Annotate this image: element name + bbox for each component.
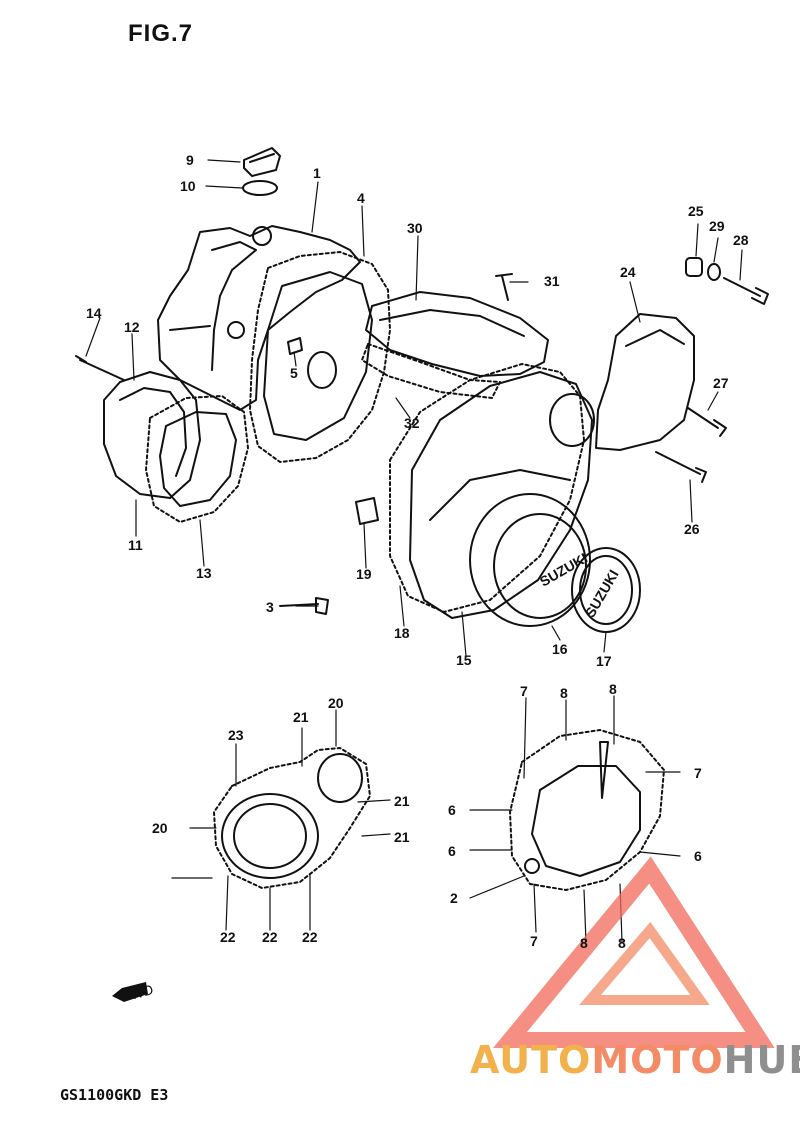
forward-arrow: FWD [112, 981, 155, 1005]
callout-16: 16 [552, 641, 568, 657]
signal-generator-cover-part-12 [103, 371, 201, 499]
watermark-text: AUTOMOTOHUB [470, 1038, 800, 1082]
callout-20b: 20 [152, 820, 168, 836]
callout-6c: 6 [694, 848, 702, 864]
callout-31: 31 [544, 273, 560, 289]
callout-22a: 22 [220, 929, 236, 945]
oil-filler-cap-part-9 [243, 147, 281, 177]
model-code: GS1100GKD E3 [60, 1086, 169, 1104]
callout-8d: 8 [618, 935, 626, 951]
bolt-part-28 [723, 277, 769, 305]
generator-gasket-part-18 [389, 363, 585, 613]
dowel-part-19 [355, 497, 379, 525]
callout-7b: 7 [694, 765, 702, 781]
generator-gasket-detail [509, 729, 665, 891]
outer-cover-part-16 [469, 493, 591, 627]
callout-15: 15 [456, 652, 472, 668]
callout-4: 4 [357, 190, 365, 206]
collar-part-25 [685, 257, 703, 277]
callout-17: 17 [596, 653, 612, 669]
callout-6b: 6 [448, 843, 456, 859]
figure-title: FIG.7 [128, 20, 194, 47]
callout-14: 14 [86, 305, 102, 321]
callout-5: 5 [290, 365, 298, 381]
callout-29: 29 [709, 218, 725, 234]
callout-8c: 8 [580, 935, 588, 951]
bolt-part-27 [687, 407, 727, 437]
callout-21c: 21 [394, 829, 410, 845]
callout-9: 9 [186, 152, 194, 168]
callout-6a: 6 [448, 802, 456, 818]
callout-7a: 7 [520, 683, 528, 699]
callout-10: 10 [180, 178, 196, 194]
callout-19: 19 [356, 566, 372, 582]
gasket-part-4 [249, 251, 391, 463]
callout-22c: 22 [302, 929, 318, 945]
callout-18: 18 [394, 625, 410, 641]
callout-22b: 22 [262, 929, 278, 945]
bolt-part-31 [495, 273, 513, 301]
bolt-part-26 [655, 451, 707, 483]
watermark-part-auto: AUTO [470, 1038, 592, 1082]
callout-32: 32 [404, 415, 420, 431]
callout-28: 28 [733, 232, 749, 248]
callout-11: 11 [128, 537, 143, 553]
callout-13: 13 [196, 565, 212, 581]
callout-20a: 20 [328, 695, 344, 711]
generator-cover-part-15 [409, 371, 595, 619]
gasket-part-23 [213, 747, 371, 889]
fwd-label: FWD [120, 981, 155, 1005]
cover-gasket-part-13 [145, 395, 249, 523]
dowel-pin-part-5 [287, 337, 303, 355]
callout-21b: 21 [394, 793, 410, 809]
cover-part-24 [595, 313, 695, 451]
watermark-part-hub: HUB [723, 1038, 800, 1082]
callout-30: 30 [407, 220, 423, 236]
callout-23: 23 [228, 727, 244, 743]
bolt-part-3 [279, 597, 329, 615]
callout-12: 12 [124, 319, 140, 335]
callout-8b: 8 [609, 681, 617, 697]
sprocket-cover-part-30 [365, 291, 549, 377]
callout-24: 24 [620, 264, 636, 280]
callout-26: 26 [684, 521, 700, 537]
washer-part-29 [707, 263, 721, 281]
starter-cover-part-1 [157, 225, 361, 411]
watermark-part-moto: MOTO [591, 1038, 724, 1082]
callout-27: 27 [713, 375, 729, 391]
gasket-part-32 [361, 343, 501, 399]
callout-21a: 21 [293, 709, 309, 725]
callout-7c: 7 [530, 933, 538, 949]
watermark-logo [493, 856, 775, 1048]
callout-8a: 8 [560, 685, 568, 701]
bolt-part-14 [75, 355, 125, 381]
callout-3: 3 [266, 599, 274, 615]
callout-2: 2 [450, 890, 458, 906]
o-ring-part-10 [242, 180, 278, 196]
callout-25: 25 [688, 203, 704, 219]
callout-1: 1 [313, 165, 321, 181]
